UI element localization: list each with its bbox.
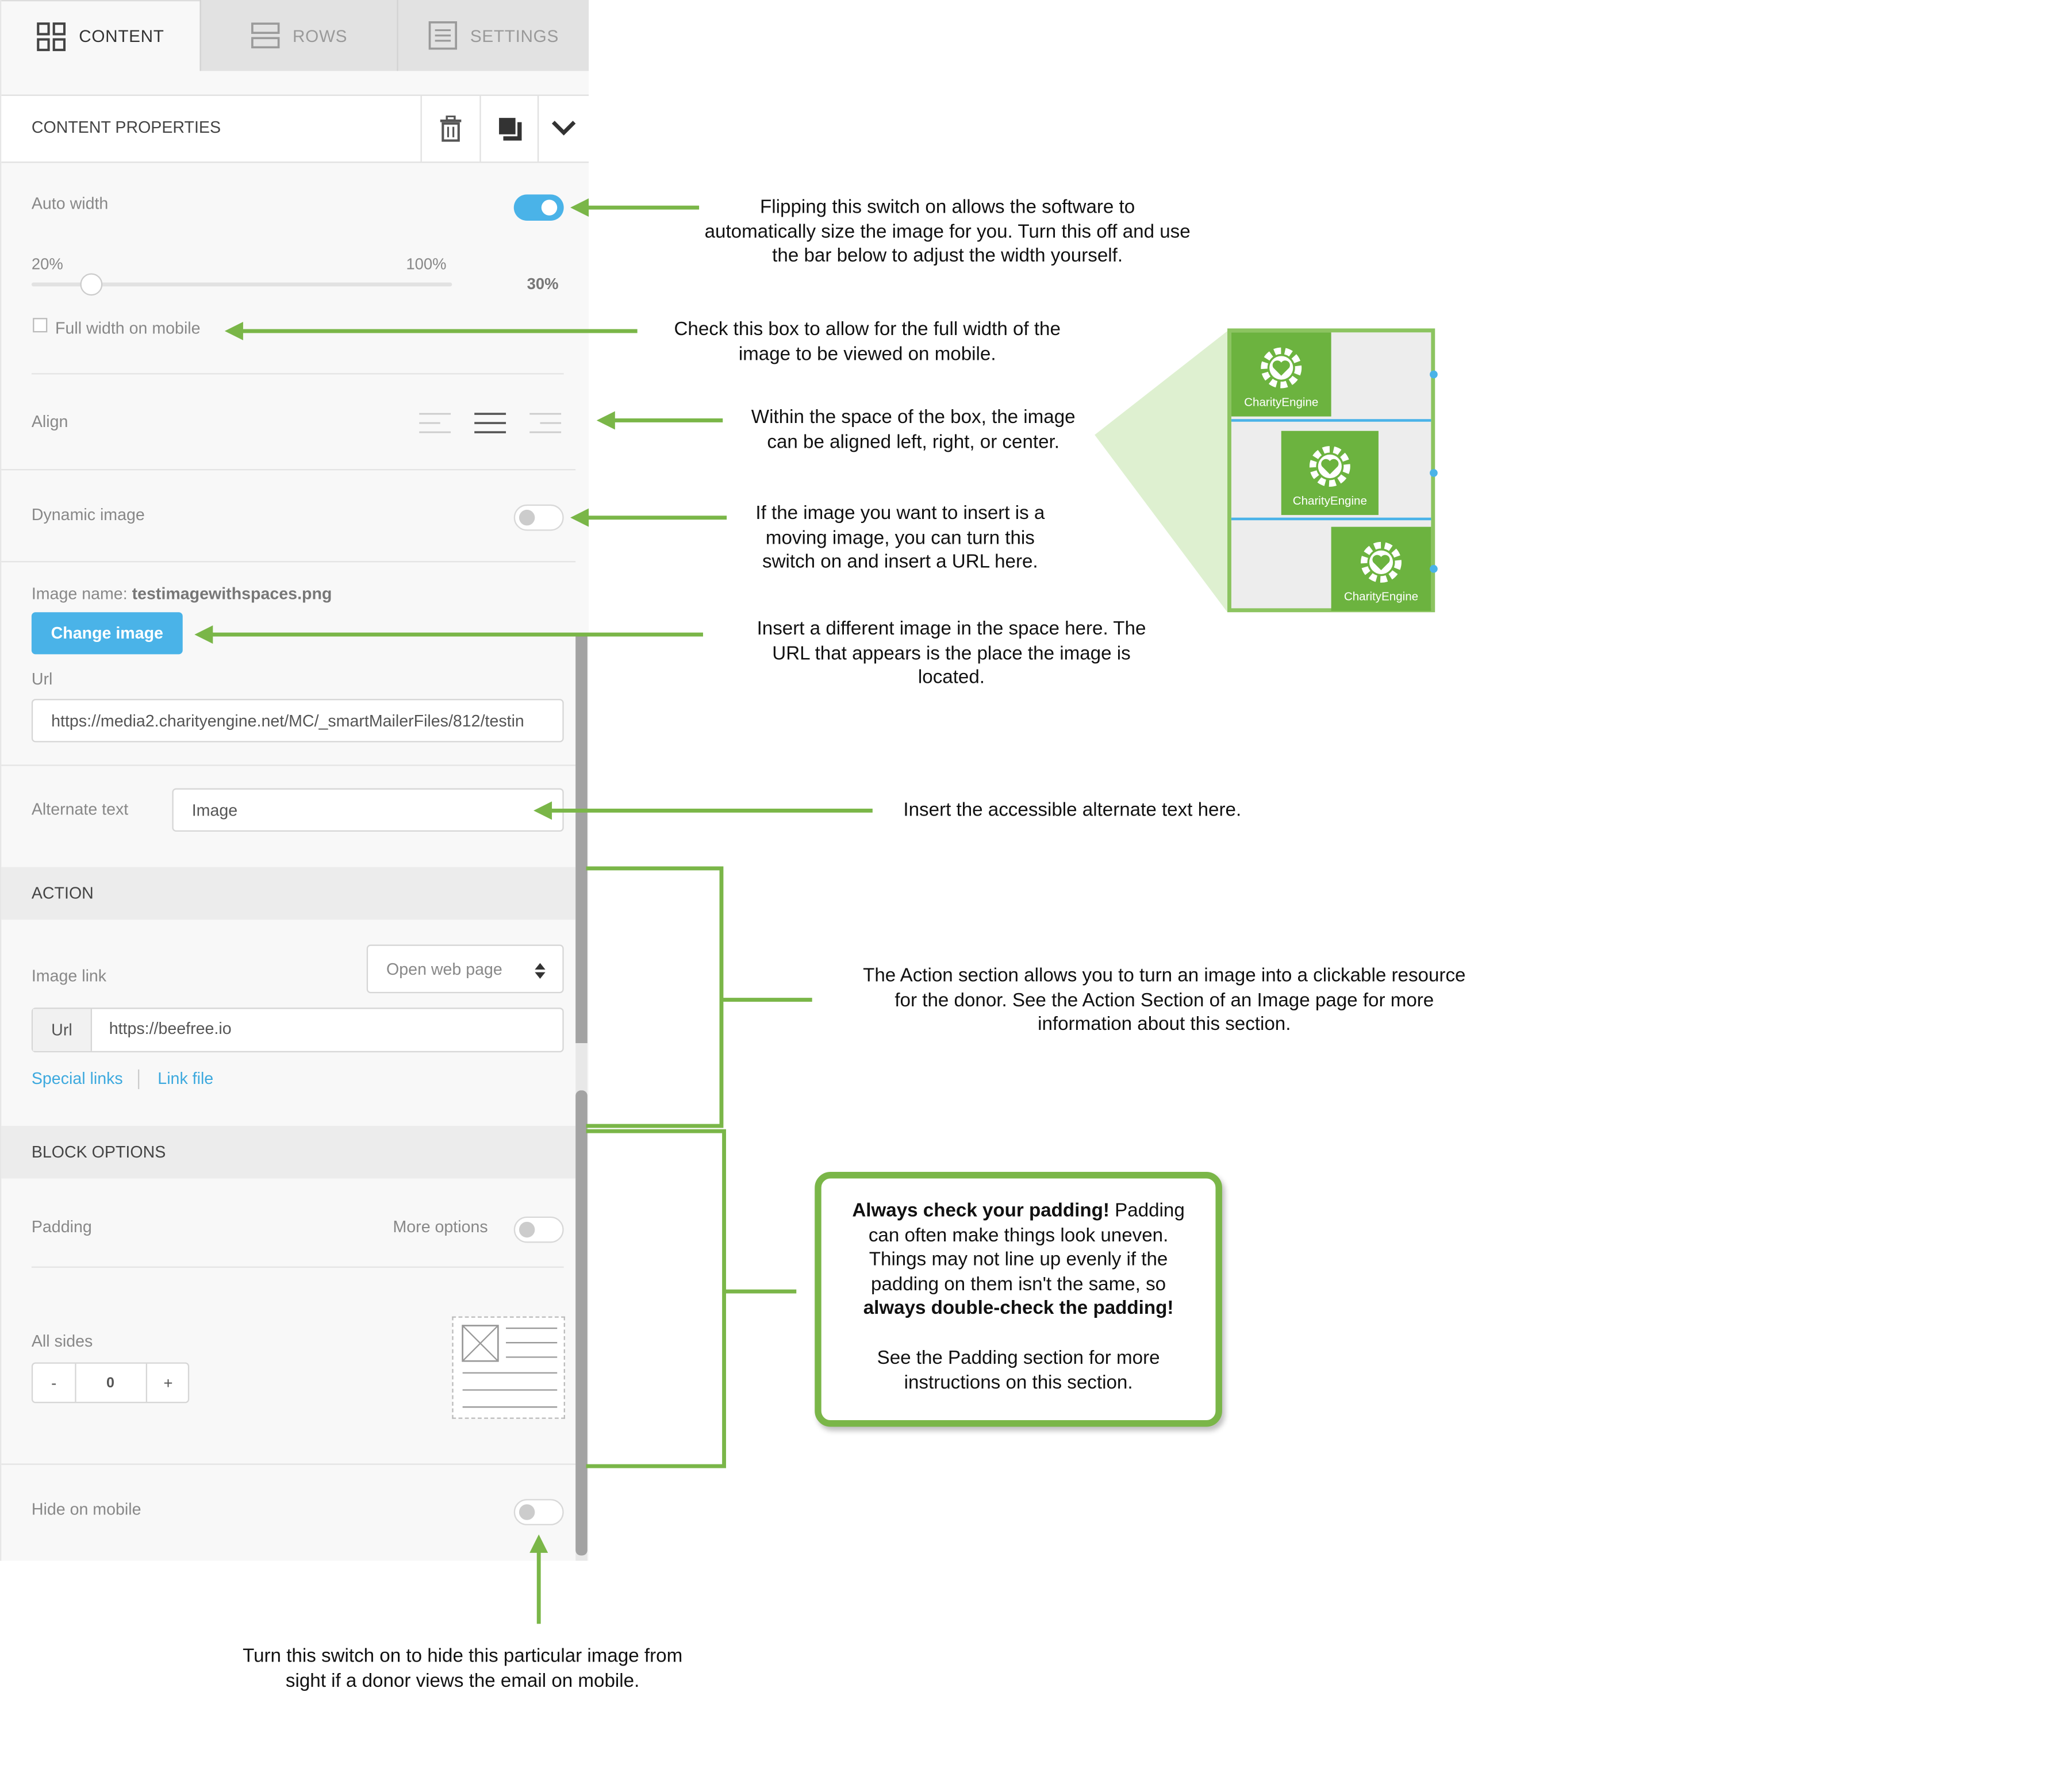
scrollbar-thumb-lower[interactable] <box>575 1090 588 1556</box>
annotation-padding: Always check your padding! Padding can o… <box>845 1199 1192 1321</box>
padding-bold-1: Always check your padding! <box>852 1201 1110 1222</box>
image-name-label: Image name: <box>31 584 128 603</box>
annotation-dynamic-image: If the image you want to insert is a mov… <box>755 503 1045 573</box>
rows-icon <box>251 22 279 49</box>
grid-icon <box>37 21 66 51</box>
content-properties-panel: CONTENT ROWS SETTINGS CON <box>0 0 589 1561</box>
tab-content[interactable]: CONTENT <box>1 0 200 71</box>
scrollbar-thumb-upper[interactable] <box>575 636 588 1044</box>
logo-left: CharityEngine <box>1231 332 1331 417</box>
content-properties-header: CONTENT PROPERTIES <box>1 94 589 163</box>
toggle-knob <box>541 199 558 216</box>
tab-settings[interactable]: SETTINGS <box>397 0 589 71</box>
align-label: Align <box>31 412 68 431</box>
charity-gear-heart-icon <box>1309 446 1350 487</box>
duplicate-icon <box>496 116 521 141</box>
more-options-toggle[interactable] <box>513 1216 564 1243</box>
padding-plus-button[interactable]: + <box>145 1363 189 1402</box>
all-sides-label: All sides <box>31 1332 93 1351</box>
dynamic-image-label: Dynamic image <box>31 506 145 525</box>
annotation-change-image: Insert a different image in the space he… <box>757 618 1146 689</box>
align-right-button[interactable] <box>527 411 564 434</box>
chevron-down-icon <box>551 121 576 136</box>
annotation-full-width: Check this box to allow for the full wid… <box>674 319 1061 365</box>
padding-preview-icon <box>452 1316 565 1419</box>
auto-width-toggle[interactable] <box>513 194 564 221</box>
annotation-hide-mobile: Turn this switch on to hide this particu… <box>243 1646 683 1692</box>
settings-list-icon <box>428 21 457 50</box>
annotation-align: Within the space of the box, the image c… <box>751 407 1076 453</box>
tab-rows[interactable]: ROWS <box>199 0 397 71</box>
alignment-example-preview: CharityEngine CharityEngine CharityEngin… <box>1227 328 1438 613</box>
content-properties-title: CONTENT PROPERTIES <box>31 118 221 137</box>
charity-gear-heart-icon <box>1261 347 1302 389</box>
tab-rows-label: ROWS <box>293 25 348 45</box>
collapse-button[interactable] <box>539 96 589 161</box>
toggle-knob <box>519 1504 535 1520</box>
logo-text: CharityEngine <box>1343 590 1419 603</box>
block-options-section-header: BLOCK OPTIONS <box>1 1126 576 1179</box>
hide-on-mobile-label: Hide on mobile <box>31 1500 141 1519</box>
tab-settings-label: SETTINGS <box>470 25 559 45</box>
annotation-padding-see-also: See the Padding section for more instruc… <box>877 1348 1160 1394</box>
padding-bold-2: always double-check the padding! <box>863 1298 1174 1320</box>
image-name-value: testimagewithspaces.png <box>132 584 332 603</box>
action-url-input[interactable]: https://beefree.io <box>109 1019 232 1038</box>
padding-minus-button[interactable]: - <box>33 1363 76 1402</box>
link-file-link[interactable]: Link file <box>158 1069 214 1088</box>
padding-stepper: - 0 + <box>31 1362 190 1403</box>
image-url-input[interactable]: https://media2.charityengine.net/MC/_sma… <box>31 699 564 743</box>
align-left-button[interactable] <box>417 411 454 434</box>
align-center-button[interactable] <box>472 411 509 434</box>
dynamic-image-toggle[interactable] <box>513 504 564 531</box>
delete-button[interactable] <box>422 96 480 161</box>
align-center-icon <box>474 413 506 433</box>
image-name: Image name: testimagewithspaces.png <box>32 584 332 603</box>
annotation-auto-width: Flipping this switch on allows the softw… <box>704 197 1191 267</box>
logo-right: CharityEngine <box>1331 526 1431 611</box>
width-slider-thumb[interactable] <box>80 273 103 296</box>
width-slider-track[interactable] <box>31 282 452 287</box>
alt-text-label: Alternate text <box>31 800 129 819</box>
padding-text-1: Padding can often make things look uneve… <box>868 1201 1185 1295</box>
tab-content-label: CONTENT <box>79 26 164 47</box>
change-image-button[interactable]: Change image <box>31 612 183 655</box>
special-links-link[interactable]: Special links <box>31 1069 123 1088</box>
url-prefix: Url <box>33 1009 93 1051</box>
toggle-knob <box>519 1221 535 1238</box>
annotation-action: The Action section allows you to turn an… <box>863 966 1466 1036</box>
toggle-knob <box>519 509 535 526</box>
image-url-label: Url <box>31 670 53 689</box>
image-link-select[interactable]: Open web page <box>366 944 564 994</box>
select-arrows-icon <box>535 963 546 979</box>
logo-center: CharityEngine <box>1281 430 1379 516</box>
slider-max-label: 100% <box>406 255 447 274</box>
padding-label: Padding <box>31 1218 92 1237</box>
image-link-label: Image link <box>31 967 107 986</box>
action-url-group: Url https://beefree.io <box>31 1007 564 1053</box>
padding-value-input[interactable]: 0 <box>106 1375 115 1391</box>
slider-value: 30% <box>527 274 559 293</box>
logo-text: CharityEngine <box>1292 494 1367 507</box>
full-width-mobile-checkbox[interactable] <box>33 318 48 333</box>
align-right-icon <box>529 413 562 433</box>
more-options-label: More options <box>393 1218 488 1237</box>
alt-text-input[interactable]: Image <box>172 788 564 832</box>
padding-callout-box: Always check your padding! Padding can o… <box>815 1172 1222 1427</box>
align-left-icon <box>419 413 451 433</box>
tab-bar: CONTENT ROWS SETTINGS <box>1 0 589 71</box>
full-width-mobile-label: Full width on mobile <box>55 319 201 338</box>
trash-icon <box>440 116 462 142</box>
charity-gear-heart-icon <box>1361 541 1402 583</box>
logo-text: CharityEngine <box>1244 395 1319 409</box>
hide-on-mobile-toggle[interactable] <box>513 1499 564 1525</box>
auto-width-label: Auto width <box>31 194 109 213</box>
annotation-alt-text: Insert the accessible alternate text her… <box>903 800 1242 821</box>
duplicate-button[interactable] <box>481 96 538 161</box>
image-link-select-value: Open web page <box>386 959 502 978</box>
action-section-header: ACTION <box>1 867 576 920</box>
slider-min-label: 20% <box>31 255 63 274</box>
